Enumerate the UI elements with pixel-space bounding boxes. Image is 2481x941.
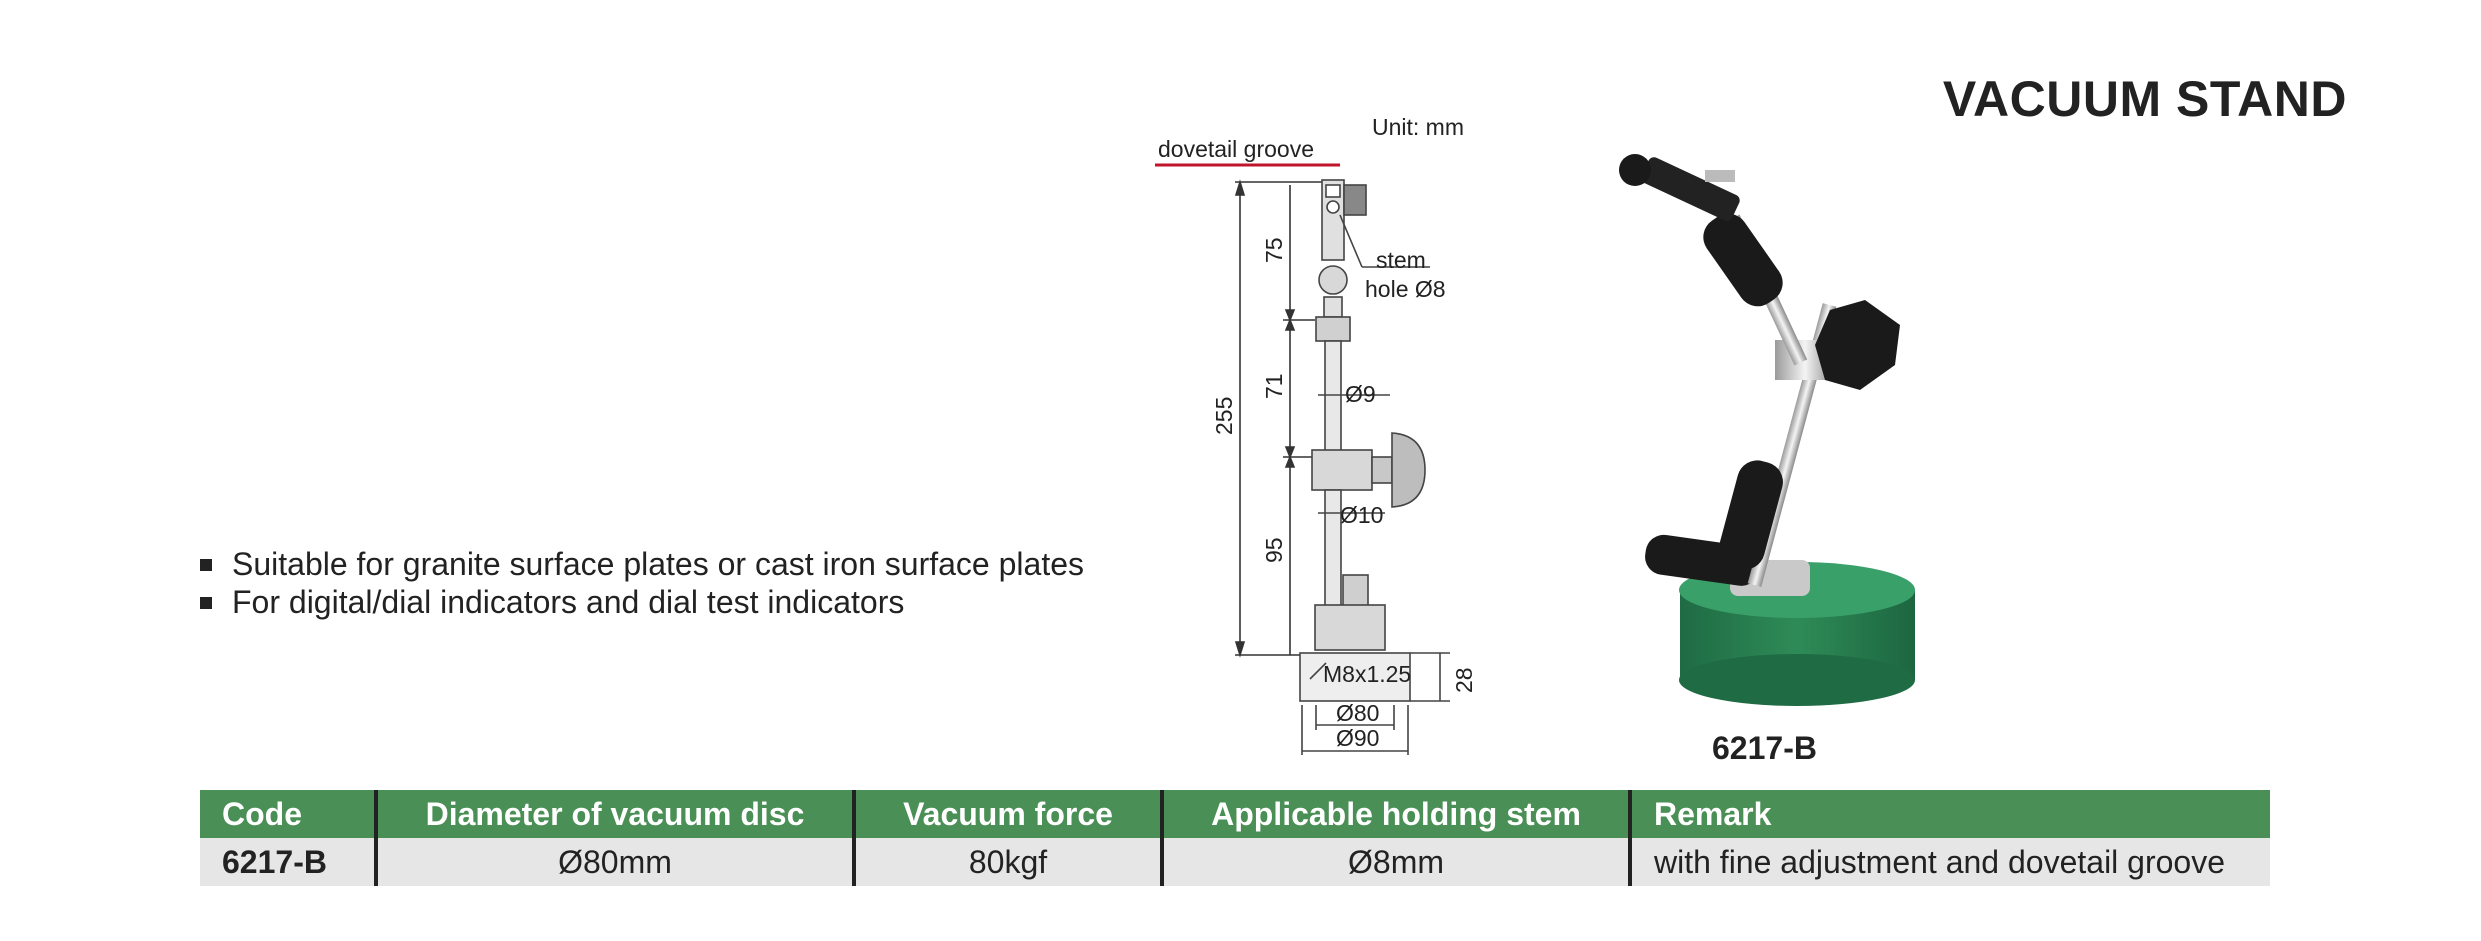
table-header-row: Code Diameter of vacuum disc Vacuum forc… bbox=[200, 790, 2270, 838]
dia-upper-label: Ø9 bbox=[1345, 381, 1376, 407]
dim-total-label: 255 bbox=[1211, 397, 1237, 435]
column-header-code: Code bbox=[200, 790, 376, 838]
product-image bbox=[1619, 154, 1915, 706]
cell-vacuum-force: 80kgf bbox=[852, 838, 1162, 886]
feature-list: Suitable for granite surface plates or c… bbox=[200, 545, 1084, 621]
hole-label: hole Ø8 bbox=[1365, 276, 1446, 302]
dim-low-label: 95 bbox=[1261, 537, 1287, 563]
thread-label: M8x1.25 bbox=[1323, 661, 1411, 687]
cell-remark: with fine adjustment and dovetail groove bbox=[1628, 838, 2270, 886]
page-title: VACUUM STAND bbox=[1942, 71, 2347, 127]
cell-code: 6217-B bbox=[200, 838, 376, 886]
column-header-vacuum-force: Vacuum force bbox=[852, 790, 1162, 838]
product-code-label: 6217-B bbox=[1712, 730, 1817, 766]
feature-item: For digital/dial indicators and dial tes… bbox=[200, 583, 1084, 621]
base-height-label: 28 bbox=[1451, 667, 1477, 693]
dim-top-label: 75 bbox=[1261, 237, 1287, 263]
dovetail-label: dovetail groove bbox=[1158, 136, 1314, 162]
disc-dia-label: Ø80 bbox=[1336, 700, 1379, 726]
base-dia-label: Ø90 bbox=[1336, 725, 1379, 751]
dim-mid-label: 71 bbox=[1261, 373, 1287, 399]
feature-item: Suitable for granite surface plates or c… bbox=[200, 545, 1084, 583]
cell-holding-stem: Ø8mm bbox=[1160, 838, 1630, 886]
technical-drawing: Unit: mm dovetail groove stem hole Ø8 25… bbox=[1155, 114, 1477, 755]
column-header-remark: Remark bbox=[1628, 790, 2270, 838]
spec-table: Code Diameter of vacuum disc Vacuum forc… bbox=[200, 790, 2270, 886]
column-header-holding-stem: Applicable holding stem bbox=[1160, 790, 1630, 838]
table-row: 6217-B Ø80mm 80kgf Ø8mm with fine adjust… bbox=[200, 838, 2270, 886]
column-header-diameter: Diameter of vacuum disc bbox=[374, 790, 854, 838]
unit-label: Unit: mm bbox=[1372, 114, 1464, 140]
stem-label: stem bbox=[1376, 247, 1426, 273]
cell-diameter: Ø80mm bbox=[374, 838, 854, 886]
dia-lower-label: Ø10 bbox=[1340, 502, 1383, 528]
